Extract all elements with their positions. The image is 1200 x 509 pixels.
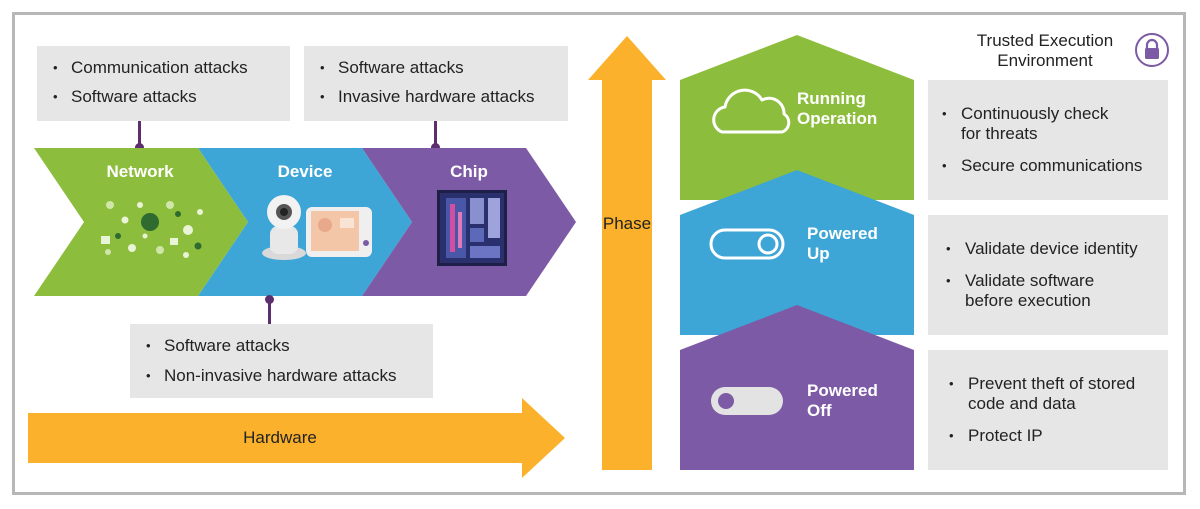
powered-up-item-line1: Validate device identity xyxy=(965,239,1138,258)
cloud-icon xyxy=(712,88,791,134)
network-attack-item: Software attacks xyxy=(51,87,290,107)
running-operation-label: Running Operation xyxy=(797,89,877,129)
powered-up-item: • Validate software before execution xyxy=(946,271,1095,310)
hardware-axis-label: Hardware xyxy=(243,428,317,447)
running-operation-box: • Continuously check for threats • Secur… xyxy=(928,80,1168,200)
powered-up-box: • Validate device identity • Validate so… xyxy=(928,215,1168,335)
network-attack-item: Communication attacks xyxy=(51,58,290,78)
running-operation-line1: Running xyxy=(797,89,866,108)
running-item: • Continuously check for threats xyxy=(942,104,1109,143)
running-item-line2: for threats xyxy=(961,124,1038,143)
powered-off-item-line1: Protect IP xyxy=(968,426,1043,445)
device-label: Device xyxy=(277,162,333,181)
powered-off-item-line2: code and data xyxy=(968,394,1076,413)
chip-attack-item: Software attacks xyxy=(318,58,568,78)
running-operation-shape xyxy=(680,35,914,200)
powered-up-label: Powered Up xyxy=(807,224,878,264)
network-attacks-box: Communication attacks Software attacks xyxy=(37,46,290,121)
powered-off-box: • Prevent theft of stored code and data … xyxy=(928,350,1168,470)
powered-off-item-line1: Prevent theft of stored xyxy=(968,374,1136,393)
powered-off-item: • Protect IP xyxy=(949,426,1043,445)
powered-up-line1: Powered xyxy=(807,224,878,243)
device-chevron xyxy=(198,148,412,296)
toggle-on-icon xyxy=(709,228,785,260)
lock-icon xyxy=(1135,33,1169,67)
powered-off-line1: Powered xyxy=(807,381,878,400)
powered-up-item-line1: Validate software xyxy=(965,271,1095,290)
running-operation-line2: Operation xyxy=(797,109,878,128)
powered-off-label: Powered Off xyxy=(807,381,878,421)
chip-die-icon xyxy=(437,190,507,266)
powered-off-line2: Off xyxy=(807,401,832,420)
chip-connector xyxy=(434,121,437,149)
device-attacks-box: Software attacks Non-invasive hardware a… xyxy=(130,324,433,398)
running-item-line1: Secure communications xyxy=(961,156,1143,175)
baby-monitor-camera-icon xyxy=(262,195,372,260)
chip-attack-item: Invasive hardware attacks xyxy=(318,87,568,107)
powered-up-shape xyxy=(680,170,914,335)
network-label: Network xyxy=(106,162,174,181)
tee-label-line1: Trusted Execution xyxy=(976,31,1114,50)
powered-up-item: • Validate device identity xyxy=(946,239,1138,258)
running-item: • Secure communications xyxy=(942,156,1143,175)
toggle-off-icon xyxy=(711,387,783,415)
tee-label: Trusted Execution Environment xyxy=(960,31,1130,71)
chip-attacks-box: Software attacks Invasive hardware attac… xyxy=(304,46,568,121)
powered-off-item: • Prevent theft of stored code and data xyxy=(949,374,1136,413)
powered-up-line2: Up xyxy=(807,244,830,263)
diagram-frame xyxy=(12,12,1186,495)
device-attack-item: Software attacks xyxy=(144,336,433,356)
network-connector xyxy=(138,121,141,149)
powered-off-shape xyxy=(680,305,914,470)
device-connector xyxy=(268,298,271,324)
network-devices-icon xyxy=(101,201,203,258)
chip-connector-dot xyxy=(431,143,440,152)
network-connector-dot xyxy=(135,143,144,152)
tee-label-line2: Environment xyxy=(997,51,1093,70)
powered-up-item-line2: before execution xyxy=(965,291,1091,310)
running-item-line1: Continuously check xyxy=(961,104,1109,123)
phase-axis-label: Phase xyxy=(602,214,652,233)
chip-label: Chip xyxy=(450,162,488,181)
device-attack-item: Non-invasive hardware attacks xyxy=(144,366,433,386)
